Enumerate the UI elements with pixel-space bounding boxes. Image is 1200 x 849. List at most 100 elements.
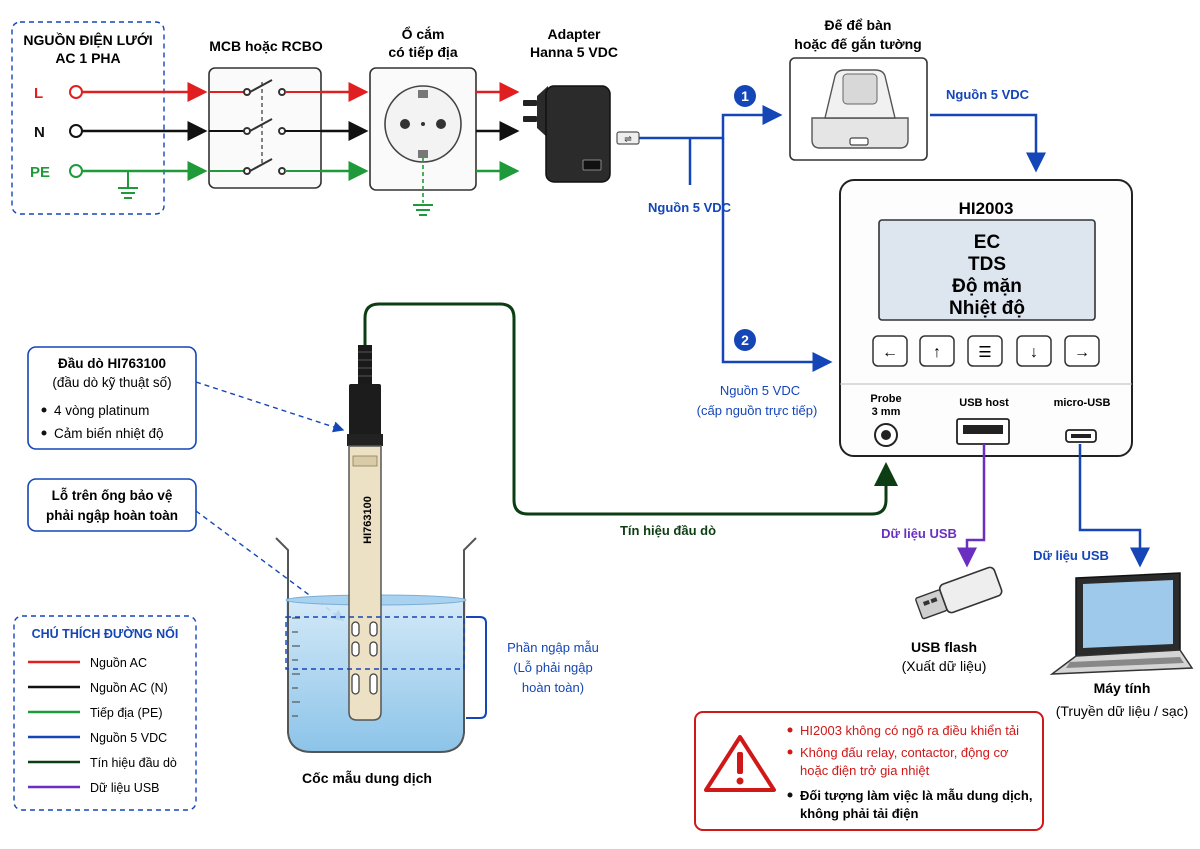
- cradle-label-1: Đế để bàn: [825, 17, 892, 33]
- port-probe-label-1: Probe: [870, 393, 901, 405]
- usb-flash-icon: [915, 566, 1003, 620]
- legend-item-ac-n: Nguồn AC (N): [28, 681, 168, 695]
- svg-text:Tín hiệu đầu dò: Tín hiệu đầu dò: [90, 756, 177, 770]
- usb-flash-data-label: Dữ liệu USB: [881, 526, 957, 541]
- hole-box-line-2: phải ngập hoàn toàn: [46, 508, 178, 523]
- usb-flash-data-wire: [957, 444, 986, 568]
- line-n-label: N: [34, 124, 45, 141]
- immersion-label-3: hoàn toàn): [522, 680, 584, 695]
- beaker-label: Cốc mẫu dung dịch: [302, 770, 432, 786]
- svg-text:Dữ liệu USB: Dữ liệu USB: [90, 781, 160, 795]
- immersion-label-2: (Lỗ phải ngập: [513, 660, 593, 675]
- terminal-n: [69, 124, 83, 138]
- probe-model-text: HI763100: [362, 496, 374, 544]
- direct-power-label-1: Nguồn 5 VDC: [720, 383, 800, 398]
- line-pe-label: PE: [30, 164, 50, 181]
- usb-cable: ⇌: [616, 131, 690, 145]
- svg-text:2: 2: [741, 332, 749, 348]
- power-to-meter-label: Nguồn 5 VDC: [946, 87, 1030, 102]
- warning-item-2: Không đấu relay, contactor, động cơ: [800, 745, 1009, 760]
- direct-power-label-2: (cấp nguồn trực tiếp): [697, 403, 818, 418]
- cradle-label-2: hoặc đế gắn tường: [794, 35, 921, 52]
- probe-box-bullet-1: 4 vòng platinum: [54, 403, 149, 418]
- button-left[interactable]: ←: [872, 335, 908, 367]
- ac-wires-1: [82, 82, 208, 181]
- arrow-left-icon: ←: [882, 344, 898, 361]
- usb-host-port[interactable]: [956, 418, 1010, 445]
- laptop-data-label: Dữ liệu USB: [1033, 548, 1109, 563]
- legend-title: CHÚ THÍCH ĐƯỜNG NỐI: [32, 626, 179, 641]
- laptop-label-2: (Truyền dữ liệu / sạc): [1056, 703, 1189, 719]
- legend-item-usb-data: Dữ liệu USB: [28, 781, 160, 795]
- legend-item-5vdc: Nguồn 5 VDC: [28, 731, 167, 745]
- power-mid-label: Nguồn 5 VDC: [648, 200, 732, 215]
- source-title-2: AC 1 PHA: [55, 50, 120, 66]
- option-1-badge: 1: [734, 85, 756, 107]
- legend-item-pe: Tiếp địa (PE): [28, 706, 162, 720]
- usb-flash-label-1: USB flash: [911, 639, 977, 655]
- svg-text:Nguồn 5 VDC: Nguồn 5 VDC: [90, 731, 167, 745]
- socket-box: [369, 67, 477, 203]
- power-5vdc-wires: [688, 105, 1046, 372]
- probe-box-title-1: Đầu dò HI763100: [58, 356, 166, 371]
- micro-usb-port[interactable]: [1065, 429, 1097, 443]
- arrow-right-icon: →: [1074, 344, 1090, 361]
- button-down[interactable]: ↓: [1016, 335, 1052, 367]
- svg-text:1: 1: [741, 88, 749, 104]
- probe-box-bullet-2: Cảm biến nhiệt độ: [54, 426, 164, 441]
- display-line-tds: TDS: [968, 254, 1006, 275]
- socket-ground-icon: [413, 204, 433, 216]
- cradle-box: [789, 57, 928, 161]
- legend: CHÚ THÍCH ĐƯỜNG NỐI Nguồn AC Nguồn AC (N…: [13, 615, 197, 811]
- laptop-icon: [1049, 572, 1194, 675]
- ac-wires-3: [476, 82, 520, 181]
- svg-text:Tiếp địa (PE): Tiếp địa (PE): [90, 706, 162, 720]
- warning-box: HI2003 không có ngõ ra điều khiển tải Kh…: [694, 711, 1044, 831]
- laptop-label-1: Máy tính: [1094, 680, 1151, 696]
- port-micro-usb-label: micro-USB: [1054, 397, 1111, 409]
- probe-body: HI763100: [347, 345, 383, 721]
- immersion-zone: [285, 616, 487, 719]
- meter-model: HI2003: [959, 199, 1014, 218]
- button-up[interactable]: ↑: [919, 335, 955, 367]
- arrow-up-icon: ↑: [933, 344, 941, 361]
- source-title-1: NGUỒN ĐIỆN LƯỚI: [23, 31, 152, 48]
- probe-info-box: Đầu dò HI763100 (đầu dò kỹ thuật số) 4 v…: [27, 346, 197, 450]
- breaker-label: MCB hoặc RCBO: [209, 38, 323, 54]
- warning-item-3: Đối tượng làm việc là mẫu dung dịch,: [800, 788, 1032, 803]
- socket-label-1: Ổ cắm: [402, 25, 445, 42]
- ac-source-box: NGUỒN ĐIỆN LƯỚI AC 1 PHA L N PE: [11, 21, 165, 215]
- breaker-box: [208, 67, 322, 189]
- hole-box-line-1: Lỗ trên ống bảo vệ: [52, 488, 173, 503]
- hole-info-box: Lỗ trên ống bảo vệ phải ngập hoàn toàn: [27, 478, 197, 532]
- terminal-pe: [69, 164, 83, 178]
- button-menu[interactable]: ☰: [967, 335, 1003, 367]
- display-line-salinity: Độ mặn: [952, 276, 1022, 297]
- usb-flash-label-2: (Xuất dữ liệu): [902, 658, 987, 674]
- ac-wires-2: [321, 82, 369, 181]
- adapter-label-2: Hanna 5 VDC: [530, 44, 618, 60]
- hole-box-pointer: [195, 510, 345, 621]
- arrow-down-icon: ↓: [1030, 344, 1038, 361]
- line-l-label: L: [34, 85, 43, 102]
- terminal-l: [69, 85, 83, 99]
- svg-text:Nguồn AC: Nguồn AC: [90, 656, 147, 670]
- adapter-label-1: Adapter: [548, 26, 601, 42]
- probe-box-title-2: (đầu dò kỹ thuật số): [52, 375, 171, 390]
- option-2-badge: 2: [734, 329, 756, 351]
- display-line-temp: Nhiệt độ: [949, 298, 1025, 319]
- socket-label-2: có tiếp địa: [388, 44, 457, 60]
- warning-item-1: HI2003 không có ngõ ra điều khiển tải: [800, 723, 1019, 738]
- legend-item-ac: Nguồn AC: [28, 656, 147, 670]
- legend-item-probe-signal: Tín hiệu đầu dò: [28, 756, 177, 770]
- probe-port[interactable]: [874, 423, 898, 447]
- svg-text:⇌: ⇌: [624, 134, 632, 144]
- meter-display: EC TDS Độ mặn Nhiệt độ: [878, 219, 1096, 321]
- port-usb-host-label: USB host: [959, 397, 1009, 409]
- laptop-data-wire: [1078, 444, 1150, 568]
- button-right[interactable]: →: [1064, 335, 1100, 367]
- probe-box-pointer: [195, 381, 345, 433]
- port-probe-label-2: 3 mm: [872, 406, 901, 418]
- display-line-ec: EC: [974, 232, 1001, 253]
